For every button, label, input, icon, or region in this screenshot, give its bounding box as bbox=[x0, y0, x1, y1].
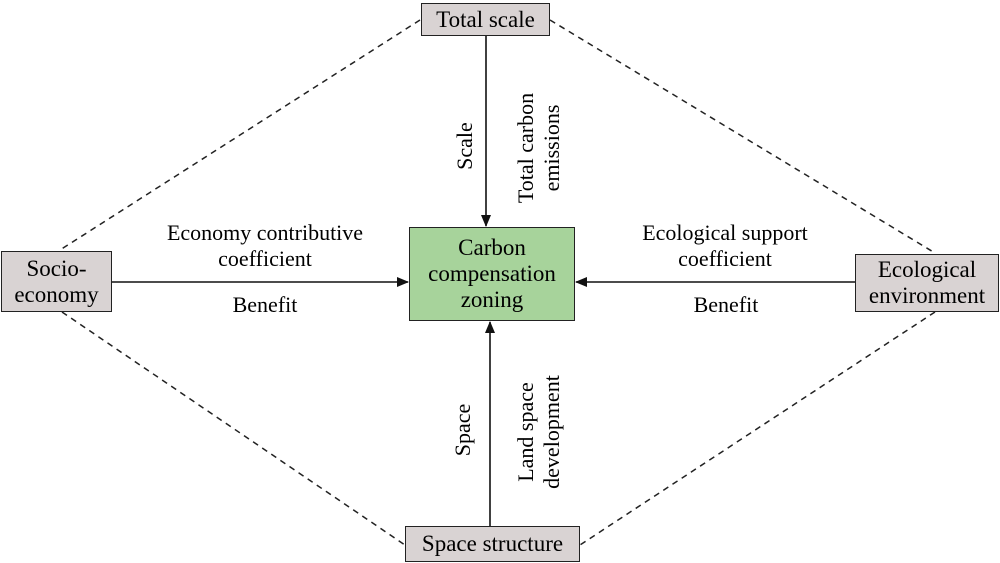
label-economy-contributive-coefficient: Economy contributive coefficient bbox=[166, 220, 364, 271]
dashed-link-top-right bbox=[549, 19, 936, 254]
node-ecological-environment: Ecological environment bbox=[855, 254, 999, 312]
dashed-link-bottom-left bbox=[61, 311, 406, 546]
label-land-space-development: Land space development bbox=[513, 375, 564, 489]
dashed-link-top-left bbox=[59, 19, 421, 251]
node-carbon-compensation-zoning: Carbon compensation zoning bbox=[409, 227, 575, 321]
node-total-scale: Total scale bbox=[421, 3, 550, 36]
label-space: Space bbox=[450, 403, 475, 457]
dashed-link-bottom-right bbox=[579, 311, 936, 546]
node-space-structure: Space structure bbox=[405, 526, 580, 562]
label-benefit-right: Benefit bbox=[693, 292, 759, 317]
label-scale: Scale bbox=[452, 122, 477, 170]
label-ecological-support-coefficient: Ecological support coefficient bbox=[642, 220, 808, 271]
node-socio-economy: Socio- economy bbox=[1, 251, 112, 312]
label-total-carbon-emissions: Total carbon emissions bbox=[513, 92, 564, 204]
label-benefit-left: Benefit bbox=[232, 292, 298, 317]
